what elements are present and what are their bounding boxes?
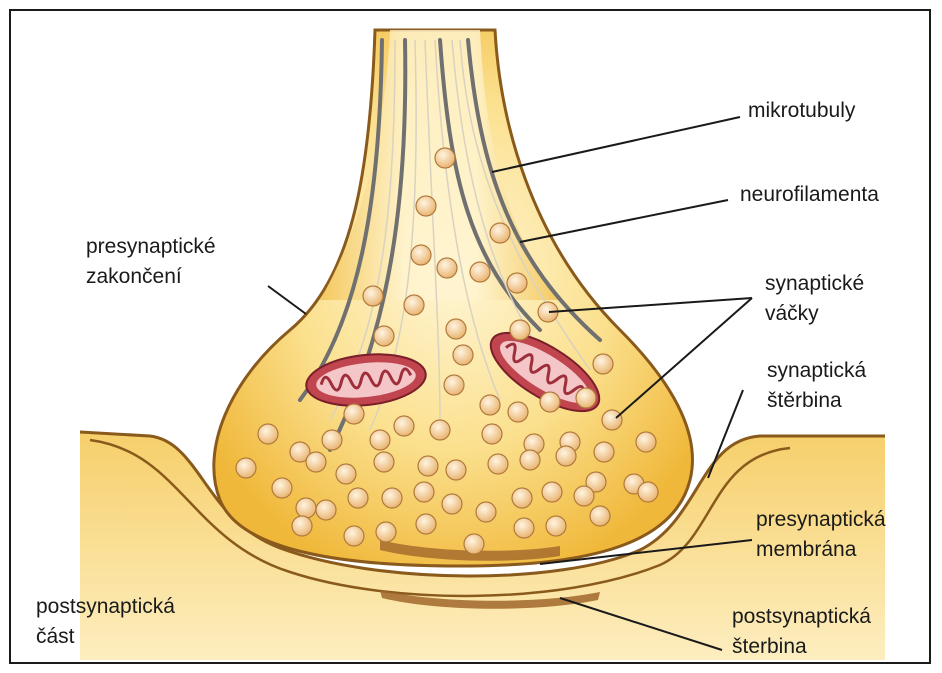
synaptic-vesicle [336, 464, 356, 484]
synaptic-vesicle [363, 286, 383, 306]
synaptic-vesicle [514, 518, 534, 538]
synaptic-vesicle [490, 223, 510, 243]
synaptic-vesicle [258, 424, 278, 444]
synaptic-vesicle [416, 514, 436, 534]
synaptic-vesicle [348, 488, 368, 508]
synaptic-vesicle [574, 486, 594, 506]
label-neurofilamenta: neurofilamenta [740, 180, 879, 210]
synaptic-vesicle [512, 488, 532, 508]
synaptic-vesicle [394, 416, 414, 436]
synaptic-vesicle [374, 326, 394, 346]
synaptic-vesicle [370, 430, 390, 450]
synaptic-vesicle [437, 258, 457, 278]
synaptic-vesicle [411, 245, 431, 265]
synaptic-vesicle [435, 148, 455, 168]
synaptic-vesicle [482, 424, 502, 444]
synaptic-vesicle [507, 273, 527, 293]
synaptic-vesicle [414, 482, 434, 502]
synaptic-vesicle [480, 395, 500, 415]
synaptic-vesicle [236, 458, 256, 478]
synaptic-vesicle [382, 488, 402, 508]
synaptic-vesicle [470, 262, 490, 282]
synaptic-vesicle [376, 522, 396, 542]
synaptic-vesicle [636, 432, 656, 452]
synaptic-vesicle [476, 502, 496, 522]
synaptic-vesicle [404, 295, 424, 315]
synaptic-vesicle [374, 452, 394, 472]
synaptic-vesicle [602, 410, 622, 430]
synaptic-vesicle [430, 420, 450, 440]
synaptic-vesicle [316, 500, 336, 520]
synaptic-vesicle [322, 430, 342, 450]
synaptic-vesicle [453, 345, 473, 365]
leader-presynapticke [268, 286, 306, 314]
synaptic-vesicle [416, 196, 436, 216]
synaptic-vesicle [442, 494, 462, 514]
synaptic-vesicle [542, 482, 562, 502]
synaptic-vesicle [446, 319, 466, 339]
synaptic-vesicle [508, 402, 528, 422]
synaptic-vesicle [576, 388, 596, 408]
synaptic-vesicle [296, 498, 316, 518]
synaptic-vesicle [488, 454, 508, 474]
synaptic-vesicle [590, 506, 610, 526]
leader-neurofilamenta [520, 200, 728, 242]
synaptic-vesicle [638, 482, 658, 502]
synaptic-vesicle [418, 456, 438, 476]
leader-mikrotubuly [492, 117, 740, 172]
label-mikrotubuly: mikrotubuly [748, 96, 855, 126]
synaptic-vesicle [556, 446, 576, 466]
synaptic-vesicle [464, 534, 484, 554]
synaptic-vesicle [510, 320, 530, 340]
synaptic-vesicle [446, 460, 466, 480]
synaptic-vesicle [593, 354, 613, 374]
synaptic-vesicle [344, 404, 364, 424]
synaptic-vesicle [540, 392, 560, 412]
synaptic-vesicle [306, 452, 326, 472]
synaptic-vesicle [344, 526, 364, 546]
synaptic-vesicle [594, 442, 614, 462]
synaptic-vesicle [520, 450, 540, 470]
synaptic-vesicle [292, 516, 312, 536]
synaptic-vesicle [444, 375, 464, 395]
synaptic-vesicle [546, 516, 566, 536]
synaptic-vesicle [272, 478, 292, 498]
